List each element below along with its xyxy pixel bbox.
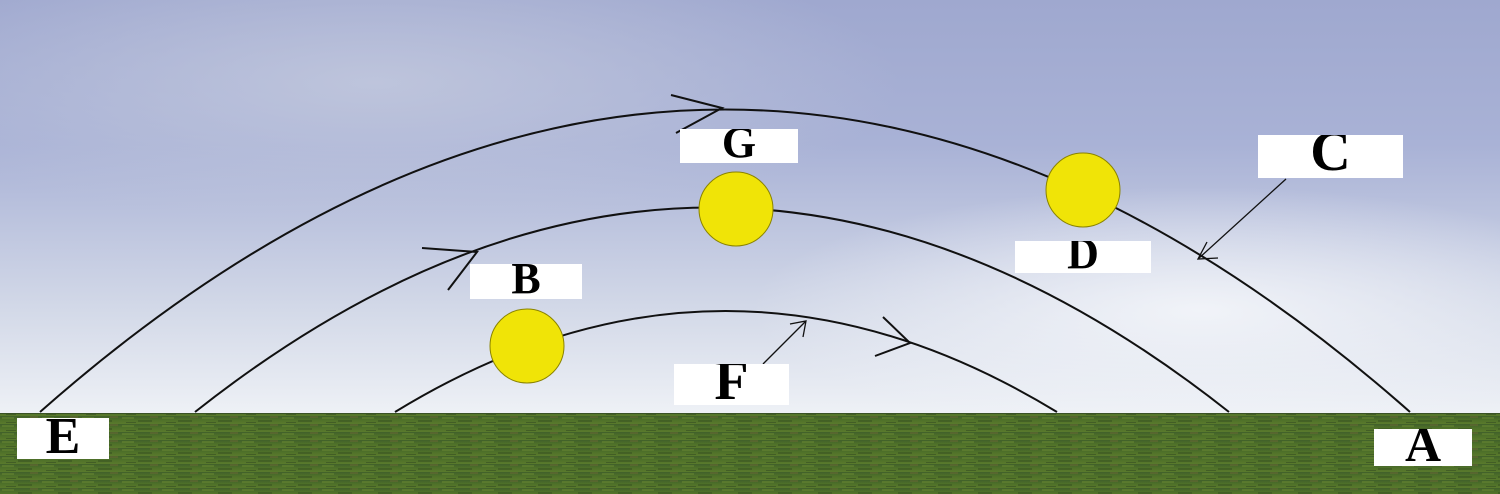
middle-path-arrow bbox=[421, 247, 479, 291]
ground bbox=[0, 413, 1500, 494]
inner-sun-path bbox=[394, 310, 1058, 413]
label-a: A bbox=[1374, 429, 1472, 466]
sun-inner-path bbox=[489, 308, 565, 384]
pointer-c-arrowhead bbox=[1196, 241, 1219, 260]
pointer-f-line bbox=[762, 320, 807, 365]
label-b: B bbox=[470, 264, 582, 299]
label-c: C bbox=[1258, 135, 1403, 178]
pointer-c-line bbox=[1197, 178, 1287, 260]
inner-path-arrow bbox=[874, 316, 912, 357]
label-d: D bbox=[1015, 241, 1151, 273]
label-f: F bbox=[674, 364, 789, 405]
pointer-f-arrowhead bbox=[789, 320, 807, 338]
sun-middle-path bbox=[698, 171, 774, 247]
outer-sun-path bbox=[39, 108, 1411, 413]
label-g: G bbox=[680, 129, 798, 163]
sun-outer-path bbox=[1045, 152, 1121, 228]
label-e: E bbox=[17, 418, 109, 459]
outer-path-arrow bbox=[670, 94, 725, 134]
